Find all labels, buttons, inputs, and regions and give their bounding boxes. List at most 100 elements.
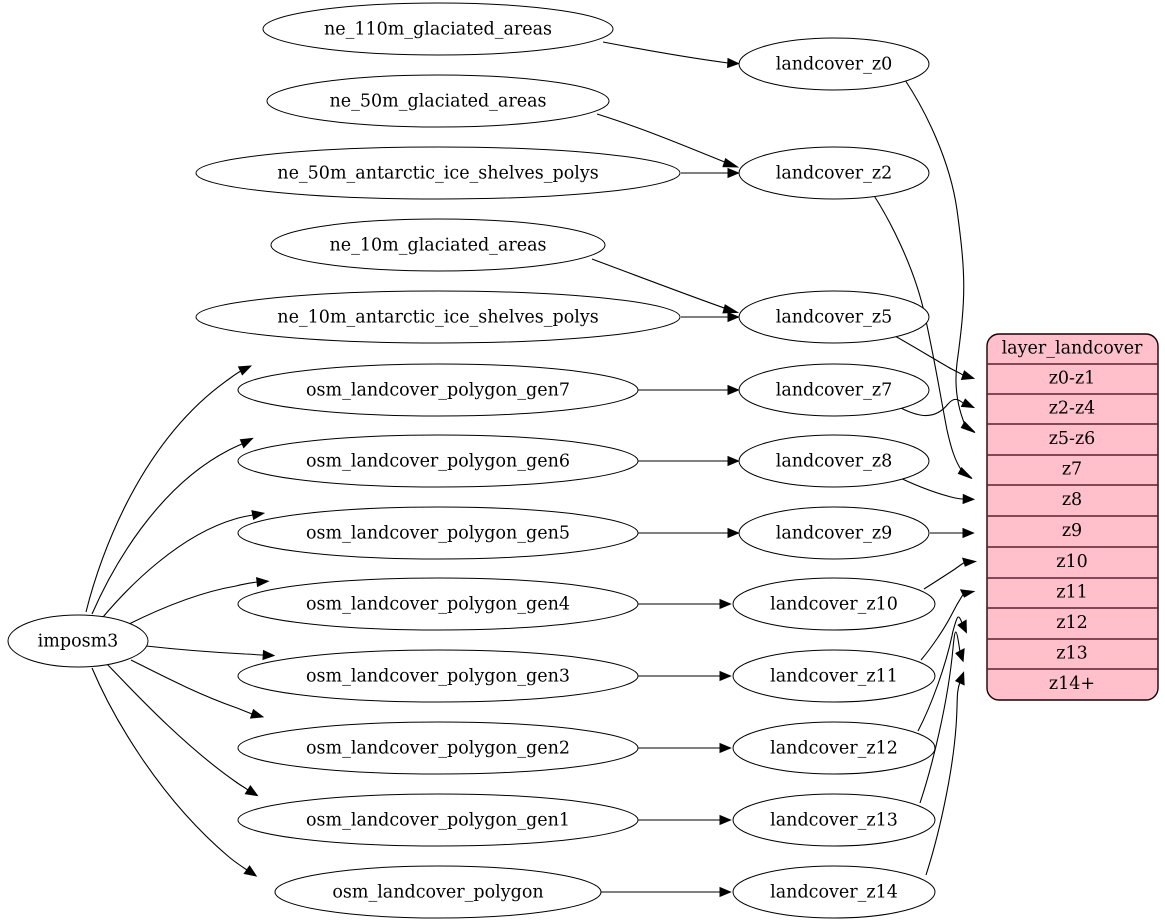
table-row-z7[interactable]: z7 bbox=[1062, 460, 1082, 480]
node-label: ne_10m_glaciated_areas bbox=[330, 236, 547, 256]
edge-gen3-to-z11 bbox=[637, 670, 732, 682]
edge-z8-to-row-z8 bbox=[891, 473, 976, 505]
edge-imposm3-to-gen4 bbox=[126, 577, 270, 626]
edge-z11-to-row-z11 bbox=[920, 589, 976, 661]
node-ne-50m-glaciated-areas[interactable]: ne_50m_glaciated_areas bbox=[266, 74, 610, 128]
table-row-z2-z4[interactable]: z2-z4 bbox=[1049, 399, 1096, 419]
edge-ne10mglac-to-z5 bbox=[591, 258, 740, 314]
edge-z13-to-row-z13 bbox=[919, 631, 965, 804]
node-ne-50m-antarctic-ice-shelves-polys[interactable]: ne_50m_antarctic_ice_shelves_polys bbox=[195, 146, 681, 200]
node-landcover-z12[interactable]: landcover_z12 bbox=[732, 721, 936, 775]
node-label: landcover_z13 bbox=[770, 811, 898, 831]
edge-ne110m-to-z0 bbox=[602, 41, 740, 69]
edge-z0-to-row-z5z6 bbox=[904, 79, 976, 433]
node-label: osm_landcover_polygon_gen3 bbox=[306, 667, 570, 687]
node-label: ne_110m_glaciated_areas bbox=[324, 20, 552, 40]
edge-z2-to-row-z7 bbox=[868, 187, 973, 479]
node-label: osm_landcover_polygon_gen1 bbox=[306, 811, 570, 831]
edge-z12-to-row-z12 bbox=[917, 616, 967, 732]
node-landcover-z9[interactable]: landcover_z9 bbox=[738, 506, 930, 560]
node-label: ne_50m_antarctic_ice_shelves_polys bbox=[277, 164, 598, 184]
node-landcover-z13[interactable]: landcover_z13 bbox=[732, 793, 936, 847]
landcover-node-group: landcover_z0 landcover_z2 landcover_z5 l… bbox=[732, 37, 936, 919]
edge-gen1-to-z13 bbox=[637, 814, 732, 826]
node-label: landcover_z5 bbox=[776, 308, 893, 328]
edge-z10-to-row-z10 bbox=[923, 557, 978, 590]
edge-ne50mglac-to-z2 bbox=[596, 113, 740, 168]
node-label: osm_landcover_polygon_gen5 bbox=[306, 524, 570, 544]
node-landcover-z14[interactable]: landcover_z14 bbox=[732, 865, 936, 919]
table-row-z9[interactable]: z9 bbox=[1062, 521, 1082, 541]
edge-layer bbox=[85, 41, 978, 898]
node-label: landcover_z11 bbox=[770, 667, 898, 687]
node-osm-landcover-polygon-gen6[interactable]: osm_landcover_polygon_gen6 bbox=[237, 434, 639, 488]
edge-imposm3-to-gen7 bbox=[85, 365, 253, 613]
edge-polygon-to-z14 bbox=[600, 886, 732, 898]
edge-imposm3-to-gen6 bbox=[91, 437, 254, 615]
edge-ne10mant-to-z5 bbox=[681, 311, 740, 323]
node-label: landcover_z10 bbox=[770, 595, 898, 615]
node-landcover-z2[interactable]: landcover_z2 bbox=[738, 146, 930, 200]
node-label: ne_10m_antarctic_ice_shelves_polys bbox=[277, 308, 598, 328]
table-header-label: layer_landcover bbox=[1002, 339, 1143, 359]
node-label: landcover_z12 bbox=[770, 739, 898, 759]
node-ne-10m-antarctic-ice-shelves-polys[interactable]: ne_10m_antarctic_ice_shelves_polys bbox=[195, 290, 681, 344]
node-label: osm_landcover_polygon_gen2 bbox=[306, 739, 570, 759]
node-osm-landcover-polygon-gen4[interactable]: osm_landcover_polygon_gen4 bbox=[237, 577, 639, 631]
node-label: osm_landcover_polygon_gen6 bbox=[306, 452, 570, 472]
node-osm-landcover-polygon-gen7[interactable]: osm_landcover_polygon_gen7 bbox=[237, 363, 639, 417]
node-landcover-z7[interactable]: landcover_z7 bbox=[738, 363, 930, 417]
edge-z5-to-row-z0z1 bbox=[885, 330, 976, 380]
node-label: osm_landcover_polygon_gen7 bbox=[306, 381, 570, 401]
edge-z7-to-row-z2z4 bbox=[892, 398, 976, 417]
node-landcover-z8[interactable]: landcover_z8 bbox=[738, 434, 930, 488]
edge-z14-to-row-z14plus bbox=[925, 671, 965, 876]
edge-gen7-to-z7 bbox=[636, 384, 740, 396]
edge-imposm3-to-polygon bbox=[91, 667, 258, 877]
node-label: ne_50m_glaciated_areas bbox=[330, 92, 547, 112]
edge-imposm3-to-gen5 bbox=[102, 510, 266, 618]
node-label: osm_landcover_polygon bbox=[332, 883, 543, 903]
table-row-z11[interactable]: z11 bbox=[1056, 583, 1088, 603]
node-label: landcover_z0 bbox=[776, 55, 893, 75]
table-row-z8[interactable]: z8 bbox=[1062, 490, 1082, 510]
layer-landcover-table[interactable]: layer_landcover z0-z1 z2-z4 z5-z6 z7 z8 … bbox=[986, 333, 1159, 701]
node-label: landcover_z14 bbox=[770, 883, 898, 903]
node-imposm3[interactable]: imposm3 bbox=[7, 614, 149, 668]
edge-gen4-to-z10 bbox=[637, 598, 732, 610]
edge-imposm3-to-gen2 bbox=[130, 659, 265, 719]
node-label: landcover_z8 bbox=[776, 452, 893, 472]
node-osm-landcover-polygon-gen5[interactable]: osm_landcover_polygon_gen5 bbox=[237, 506, 639, 560]
edge-ne50mant-to-z2 bbox=[681, 167, 740, 179]
edge-gen2-to-z12 bbox=[637, 742, 732, 754]
table-row-z13[interactable]: z13 bbox=[1056, 644, 1088, 664]
table-row-z14-plus[interactable]: z14+ bbox=[1049, 674, 1095, 694]
node-label: landcover_z9 bbox=[776, 524, 893, 544]
node-osm-landcover-polygon-gen2[interactable]: osm_landcover_polygon_gen2 bbox=[237, 721, 639, 775]
node-landcover-z11[interactable]: landcover_z11 bbox=[732, 649, 936, 703]
table-row-z5-z6[interactable]: z5-z6 bbox=[1049, 429, 1096, 449]
edge-gen6-to-z8 bbox=[638, 455, 740, 467]
node-label: imposm3 bbox=[38, 632, 119, 652]
node-osm-landcover-polygon[interactable]: osm_landcover_polygon bbox=[274, 865, 602, 919]
node-osm-landcover-polygon-gen3[interactable]: osm_landcover_polygon_gen3 bbox=[237, 649, 639, 703]
table-row-z10[interactable]: z10 bbox=[1056, 552, 1088, 572]
node-osm-landcover-polygon-gen1[interactable]: osm_landcover_polygon_gen1 bbox=[237, 793, 639, 847]
node-label: landcover_z7 bbox=[776, 381, 893, 401]
osm-node-group: osm_landcover_polygon_gen7 osm_landcover… bbox=[237, 363, 639, 919]
edge-gen5-to-z9 bbox=[637, 527, 740, 539]
node-ne-10m-glaciated-areas[interactable]: ne_10m_glaciated_areas bbox=[270, 218, 606, 272]
node-landcover-z0[interactable]: landcover_z0 bbox=[738, 37, 930, 91]
node-landcover-z5[interactable]: landcover_z5 bbox=[738, 290, 930, 344]
node-landcover-z10[interactable]: landcover_z10 bbox=[732, 577, 936, 631]
node-label: osm_landcover_polygon_gen4 bbox=[306, 595, 570, 615]
table-row-z0-z1[interactable]: z0-z1 bbox=[1049, 369, 1096, 389]
node-ne-110m-glaciated-areas[interactable]: ne_110m_glaciated_areas bbox=[262, 2, 614, 56]
edge-z9-to-row-z9 bbox=[930, 527, 975, 539]
node-label: landcover_z2 bbox=[776, 164, 893, 184]
natural-earth-node-group: ne_110m_glaciated_areas ne_50m_glaciated… bbox=[195, 2, 681, 344]
table-row-z12[interactable]: z12 bbox=[1056, 613, 1088, 633]
edge-imposm3-to-gen1 bbox=[105, 662, 259, 797]
